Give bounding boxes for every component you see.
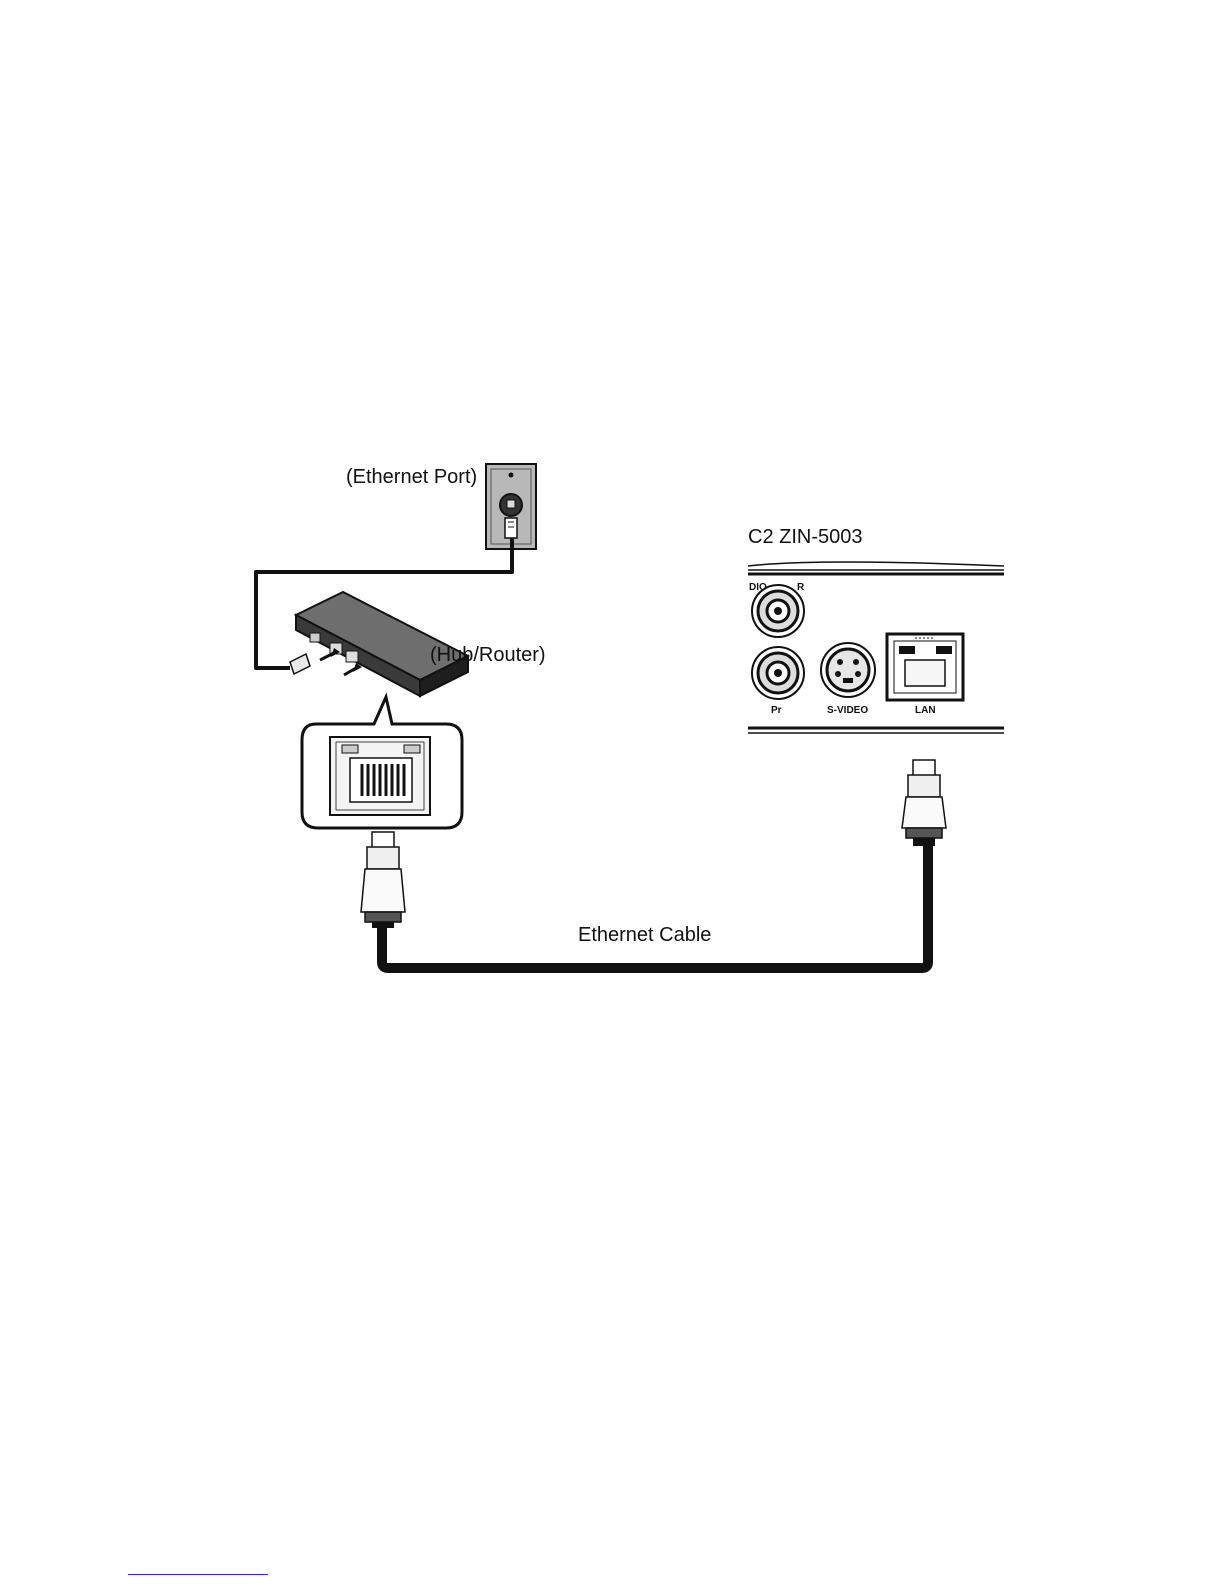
ethernet-port-label: (Ethernet Port) bbox=[346, 466, 477, 488]
device-model-label: C2 ZIN-5003 bbox=[748, 526, 863, 548]
ethernet-cable-line bbox=[382, 846, 928, 968]
rj45-jack-icon bbox=[330, 737, 430, 815]
port-label-pr: Pr bbox=[771, 705, 782, 716]
svideo-jack-icon bbox=[821, 643, 875, 697]
rj45-plug-icon bbox=[361, 832, 405, 928]
lan-port-icon bbox=[887, 634, 963, 700]
device-rear-panel-icon: DIO R Pr S-VIDEO LAN bbox=[748, 562, 1004, 733]
port-label-svideo: S-VIDEO bbox=[827, 705, 868, 716]
rca-jack-icon bbox=[752, 647, 804, 699]
rj45-plug-icon bbox=[902, 760, 946, 846]
wall-ethernet-port-icon bbox=[486, 464, 536, 549]
port-label-audio: DIO bbox=[749, 582, 767, 593]
footer-rule bbox=[128, 1574, 268, 1575]
rj45-jack-callout bbox=[302, 697, 462, 828]
hub-router-label: (Hub/Router) bbox=[430, 644, 546, 666]
ethernet-cable-label: Ethernet Cable bbox=[578, 924, 711, 946]
port-label-r: R bbox=[797, 582, 805, 593]
port-label-lan: LAN bbox=[915, 705, 936, 716]
